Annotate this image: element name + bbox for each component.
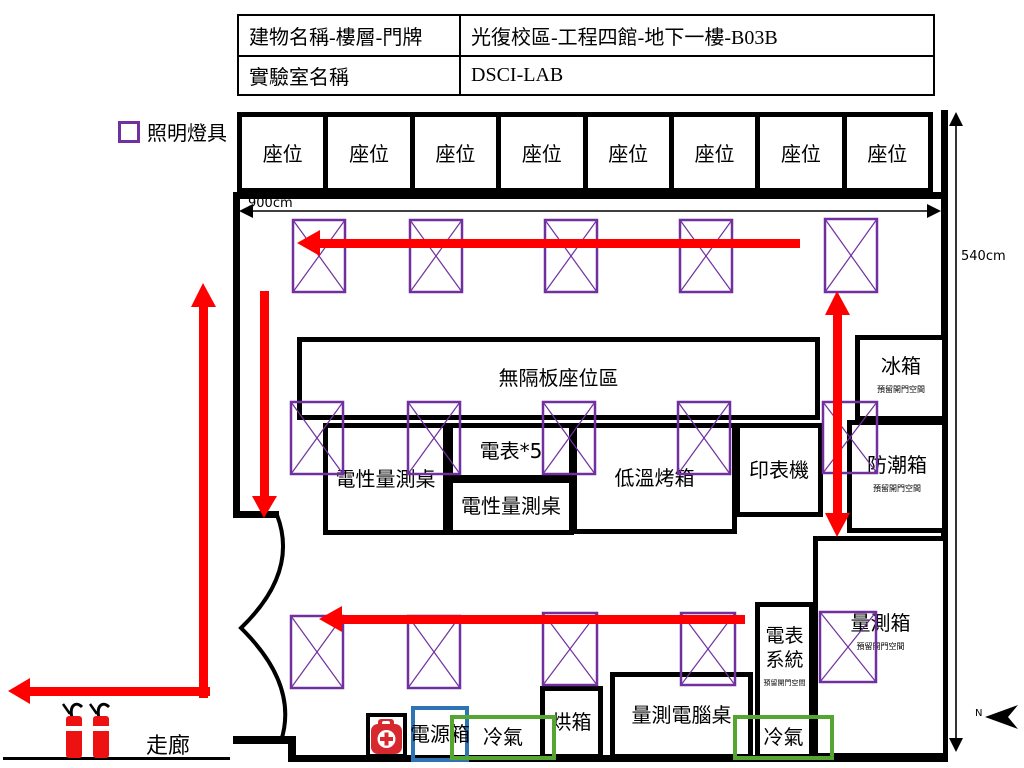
- table-row: 建物名稱-樓層-門牌 光復校區-工程四館-地下一樓-B03B: [239, 16, 933, 55]
- lab-name-value: DSCI-LAB: [471, 64, 564, 86]
- evacuation-arrow-corridor-left: [8, 678, 210, 704]
- building-info-table: 建物名稱-樓層-門牌 光復校區-工程四館-地下一樓-B03B 實驗室名稱 DSC…: [237, 14, 935, 96]
- printer-label: 印表機: [749, 457, 809, 482]
- measurement-cabinet-box: 量測箱 預留開門空間: [813, 536, 948, 758]
- width-dim-arrowhead-right: [927, 204, 941, 218]
- evacuation-arrow-outside-up: [191, 283, 216, 698]
- fire-extinguisher-icon: [61, 702, 84, 758]
- door-swing-arcs: [238, 514, 288, 742]
- lighting-fixture: [541, 400, 597, 476]
- electric-meter-box: 電表*5: [448, 423, 574, 480]
- lighting-fixture: [543, 218, 599, 294]
- evacuation-arrow-inside-left-down: [252, 291, 277, 518]
- seat-cell: 座位: [409, 112, 502, 193]
- electrical-measure-table-center-label: 電性量測桌: [461, 494, 561, 518]
- ac-unit-right-label: 冷氣: [763, 725, 804, 749]
- building-name-value: 光復校區-工程四館-地下一樓-B03B: [471, 27, 778, 49]
- fire-extinguisher-icons: [61, 702, 111, 758]
- refrigerator-box: 冰箱 預留開門空間: [855, 335, 947, 421]
- lighting-fixture: [821, 400, 879, 475]
- lighting-fixture: [679, 611, 737, 687]
- seat-cell: 座位: [582, 112, 674, 193]
- door-jamb-top: [233, 511, 279, 518]
- lighting-fixture: [289, 614, 345, 690]
- width-dim-arrowhead-left: [239, 204, 253, 218]
- lighting-fixture: [541, 611, 599, 687]
- dry-cabinet-door-clearance-note: 預留開門空間: [873, 484, 921, 493]
- wall-top: [233, 192, 948, 199]
- printer-box: 印表機: [735, 423, 823, 517]
- dry-cabinet-box: 防潮箱 預留開門空間: [847, 420, 947, 533]
- lighting-fixture: [406, 614, 462, 690]
- electrical-measure-table-left-label: 電性量測桌: [335, 466, 436, 491]
- height-dimension-label: 540cm: [961, 249, 1006, 264]
- ac-unit-right-box: 冷氣: [733, 715, 834, 760]
- electric-meter-label: 電表*5: [479, 439, 543, 463]
- meter-system-label-line2: 系統: [765, 648, 804, 671]
- seat-row: 座位 座位 座位 座位 座位 座位 座位 座位: [237, 112, 933, 193]
- measurement-cabinet-door-clearance-note: 預留開門空間: [856, 642, 905, 651]
- meter-system-box: 電表 系統 預留開門空間: [755, 602, 814, 759]
- refrigerator-label: 冰箱: [881, 354, 921, 378]
- lighting-fixtures: [289, 217, 879, 690]
- corridor-line: [3, 757, 230, 760]
- north-letter: N: [975, 708, 983, 719]
- table-row: 實驗室名稱 DSCI-LAB: [239, 55, 933, 94]
- door-jamb-bottom: [233, 736, 295, 744]
- width-dimension-label: 900cm: [248, 196, 293, 211]
- wall-left: [233, 192, 240, 518]
- drying-oven-label: 烘箱: [551, 710, 592, 734]
- measurement-computer-desk-label: 量測電腦桌: [631, 703, 732, 727]
- fire-extinguisher-icon: [88, 702, 111, 758]
- ac-unit-center-label: 冷氣: [483, 725, 523, 749]
- refrigerator-door-clearance-note: 預留開門空間: [877, 385, 925, 394]
- open-seating-area-label: 無隔板座位區: [498, 366, 619, 390]
- lighting-fixture-legend-label: 照明燈具: [147, 121, 227, 145]
- meter-system-door-clearance-note: 預留開門空間: [763, 678, 806, 687]
- power-box-label: 電源箱: [410, 721, 470, 746]
- lighting-fixture-legend-icon: [118, 120, 140, 143]
- lab-name-label: 實驗室名稱: [239, 57, 461, 94]
- lighting-fixture: [291, 218, 347, 294]
- lighting-fixture: [818, 610, 878, 684]
- lighting-fixture: [676, 400, 732, 476]
- height-dim-arrowhead-bottom: [949, 738, 963, 752]
- evacuation-arrow-bottom-left: [319, 606, 745, 632]
- seat-cell: 座位: [496, 112, 588, 193]
- lighting-fixture: [823, 217, 879, 294]
- evacuation-arrows: [8, 230, 850, 704]
- evacuation-arrow-right-vertical: [825, 291, 850, 537]
- low-temp-oven-box: 低溫烤箱: [572, 423, 737, 534]
- meter-system-label-line1: 電表: [765, 625, 804, 647]
- evacuation-arrow-top-left: [297, 230, 800, 256]
- open-seating-area-box: 無隔板座位區: [297, 337, 820, 420]
- legend: 照明燈具: [118, 117, 227, 146]
- first-aid-kit-icon: [371, 719, 402, 754]
- lighting-fixture: [408, 218, 464, 294]
- height-dim-arrowhead-top: [949, 112, 963, 126]
- electrical-measure-table-center-box: 電性量測桌: [448, 478, 574, 535]
- lighting-fixture: [678, 218, 734, 294]
- power-box: 電源箱: [410, 706, 470, 762]
- lighting-fixture: [406, 400, 462, 476]
- north-arrow-icon: [985, 705, 1018, 729]
- seat-cell: 座位: [841, 112, 933, 193]
- ac-unit-center-box: 冷氣: [450, 715, 556, 760]
- drying-oven-box: 烘箱: [540, 686, 603, 759]
- building-name-label: 建物名稱-樓層-門牌: [239, 16, 461, 55]
- corridor-label: 走廊: [146, 734, 191, 759]
- door-jamb-corner: [288, 736, 296, 762]
- lighting-fixture: [289, 400, 345, 476]
